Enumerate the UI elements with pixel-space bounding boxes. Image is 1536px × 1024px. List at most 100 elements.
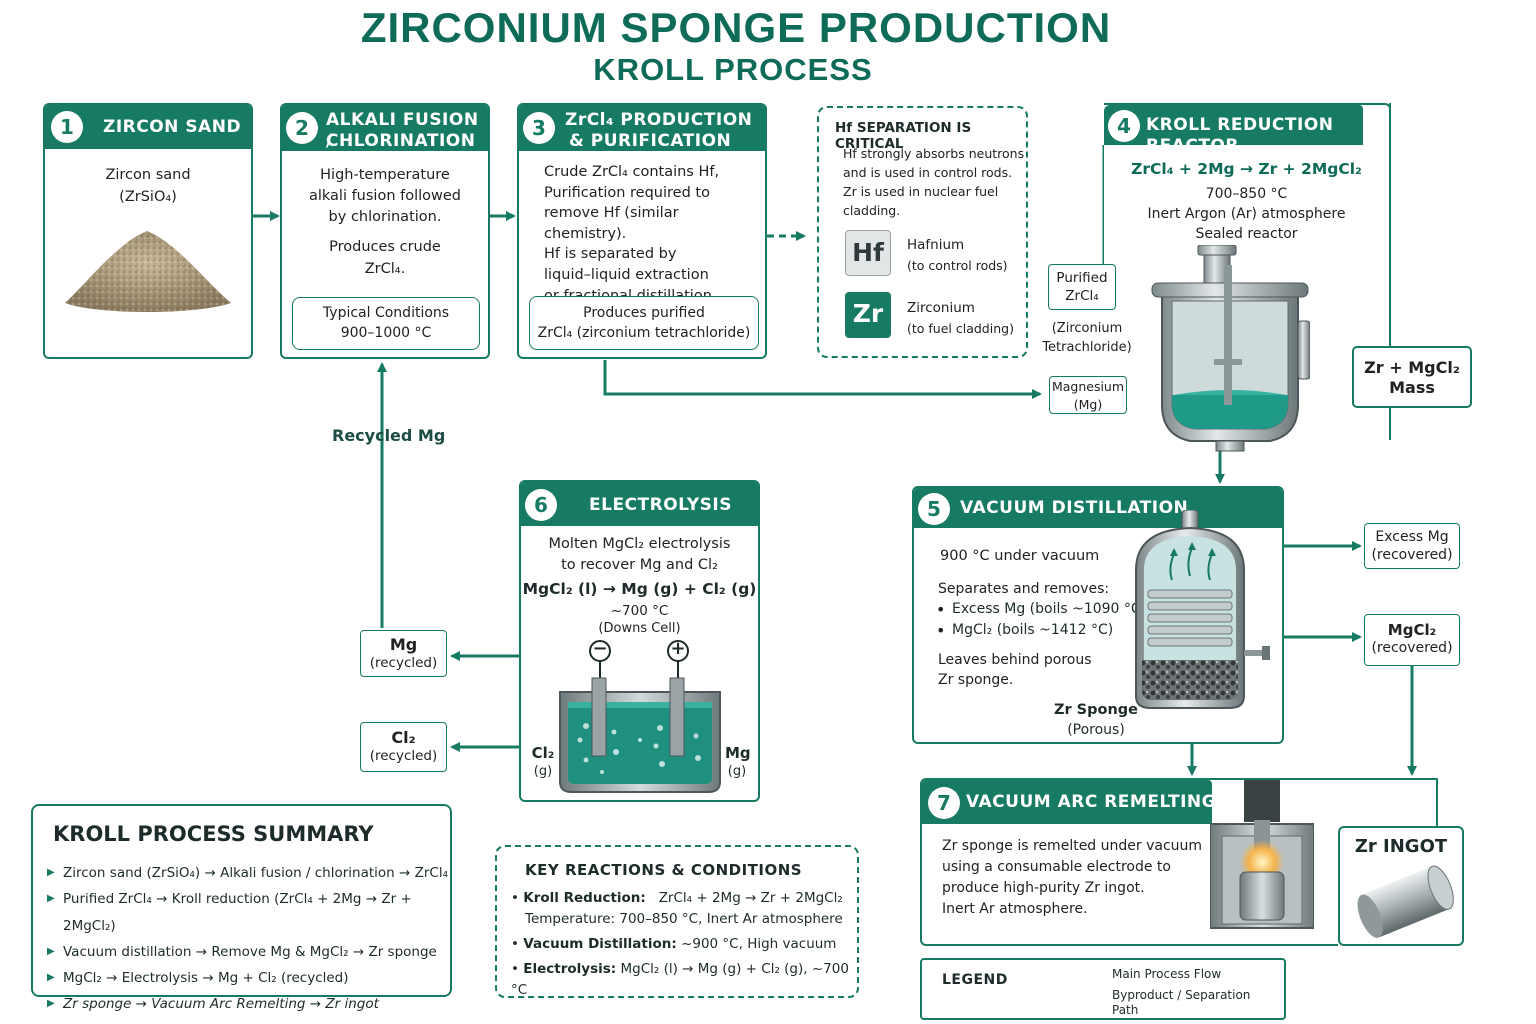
var-line-4: Inert Ar atmosphere. xyxy=(942,901,1088,917)
step-7-number: 7 xyxy=(928,787,960,819)
cathode-minus-sign: − xyxy=(592,638,608,659)
zirconium-name: Zirconium xyxy=(907,300,975,316)
separated-items-list: Excess Mg (boils ~1090 °C) MgCl₂ (boils … xyxy=(936,599,1146,641)
kroll-summary-box: KROLL PROCESS SUMMARY Zircon sand (ZrSiO… xyxy=(31,804,452,1018)
step-7-title: VACUUM ARC REMELTING (VAR) xyxy=(966,792,1279,812)
step-2-text-4: Produces crude xyxy=(329,239,441,255)
step-2-number: 2 xyxy=(286,112,318,144)
hf-text-2: and is used in control rods. xyxy=(843,165,1013,180)
zirconium-element-tile: Zr xyxy=(845,292,891,338)
mgcl2-line2: (recovered) xyxy=(1371,640,1453,656)
step-4-title: KROLL REDUCTION REACTOR xyxy=(1146,115,1334,156)
electrolysis-equation: MgCl₂ (l) → Mg (g) + Cl₂ (g) xyxy=(522,580,757,598)
output-mass-line1: Zr + MgCl₂ xyxy=(1364,358,1460,377)
purified-zrcl4-line1: Produces purified xyxy=(583,305,705,321)
kroll-equation: ZrCl₄ + 2Mg → Zr + 2MgCl₂ xyxy=(1131,160,1362,178)
legend-box: LEGEND Main Process Flow Byproduct / Sep… xyxy=(920,958,1286,1020)
step-5-header xyxy=(914,488,1282,528)
hafnium-name: Hafnium xyxy=(907,237,965,253)
separates-label: Separates and removes: xyxy=(938,581,1110,597)
leaves-text-1: Leaves behind porous xyxy=(938,652,1092,668)
leaves-text-2: Zr sponge. xyxy=(938,672,1014,688)
anode-plus-sign: + xyxy=(670,638,686,659)
sand-pile-image xyxy=(65,231,231,312)
output-mass-line2: Mass xyxy=(1389,378,1435,397)
mg-gas-state: (g) xyxy=(727,764,747,779)
vacuum-distillation-conditions: ~900 °C, High vacuum xyxy=(681,936,837,952)
typical-conditions-title: Typical Conditions xyxy=(322,305,450,321)
zr-sponge-porous: (Porous) xyxy=(1067,722,1125,738)
mgcl2-line1: MgCl₂ xyxy=(1387,621,1437,639)
zr-mgcl2-mass-output: Zr + MgCl₂ Mass xyxy=(1352,346,1472,408)
step-5-number: 5 xyxy=(918,493,950,525)
step-3-line-4: Hf is separated by xyxy=(544,246,677,263)
var-line-1: Zr sponge is remelted under vacuum xyxy=(942,838,1203,854)
mg-gas-label: Mg xyxy=(725,744,751,762)
step-2-text-1: High-temperature xyxy=(320,167,450,183)
step-4-right-edge xyxy=(1389,103,1391,348)
input-zrcl4-line1: Purified xyxy=(1056,270,1108,286)
step-7-right-extension xyxy=(1436,778,1438,826)
step-2-text-5: ZrCl₄. xyxy=(364,261,406,277)
excess-mg-line1: Excess Mg xyxy=(1375,529,1449,545)
step-5-title: VACUUM DISTILLATION xyxy=(960,498,1189,518)
step-2-title-line1: ALKALI FUSION / xyxy=(326,110,479,151)
step-2-title-line2: CHLORINATION xyxy=(326,131,476,151)
separated-item: Excess Mg (boils ~1090 °C) xyxy=(936,599,1146,620)
recycled-mg-label: Recycled Mg xyxy=(332,426,446,445)
var-line-3: produce high-purity Zr ingot. xyxy=(942,880,1145,896)
electrolysis-label: Electrolysis: xyxy=(523,961,617,977)
summary-list: Zircon sand (ZrSiO₄) → Alkali fusion / c… xyxy=(47,860,449,1018)
zirconium-use: (to fuel cladding) xyxy=(907,321,1014,336)
input-note-line2: Tetrachloride) xyxy=(1042,340,1132,355)
summary-item: Purified ZrCl₄ → Kroll reduction (ZrCl₄ … xyxy=(47,886,449,939)
kroll-temperature: 700–850 °C xyxy=(1205,186,1288,202)
purified-zrcl4-input: Purified ZrCl₄ xyxy=(1048,264,1116,310)
legend-main-label: Main Process Flow xyxy=(1112,967,1222,981)
mg-recycled-output: Mg (recycled) xyxy=(360,630,447,677)
hf-text-1: Hf strongly absorbs neutrons xyxy=(843,146,1025,161)
step-2-text-2: alkali fusion followed xyxy=(308,188,462,204)
hafnium-element-tile: Hf xyxy=(845,230,891,276)
key-reactions-list: • Kroll Reduction: ZrCl₄ + 2Mg → Zr + 2M… xyxy=(511,888,855,1001)
kroll-reduction-conditions: Temperature: 700–850 °C, Inert Ar atmosp… xyxy=(525,911,843,927)
electrolysis-line2: to recover Mg and Cl₂ xyxy=(561,557,718,573)
hafnium-use: (to control rods) xyxy=(907,258,1008,273)
zr-ingot-label: Zr INGOT xyxy=(1354,836,1448,857)
step-3-description: Crude ZrCl₄ contains Hf, Purification re… xyxy=(544,162,765,306)
input-mg-line1: Magnesium xyxy=(1051,379,1125,394)
step-2-text-3: by chlorination. xyxy=(328,209,442,225)
summary-item: MgCl₂ → Electrolysis → Mg + Cl₂ (recycle… xyxy=(47,965,449,992)
kroll-sealed: Sealed reactor xyxy=(1195,226,1298,242)
cl2-recycled-line2: (recycled) xyxy=(369,748,438,764)
cl2-recycled-line1: Cl₂ xyxy=(391,728,416,747)
hf-separation-title: Hf SEPARATION IS CRITICAL xyxy=(835,120,972,152)
legend-byproduct-line2: Path xyxy=(1112,1003,1139,1017)
legend-byproduct-line1: Byproduct / Separation xyxy=(1112,988,1251,1002)
excess-mg-line2: (recovered) xyxy=(1371,547,1453,563)
purified-zrcl4-box: Produces purified ZrCl₄ (zirconium tetra… xyxy=(529,296,759,350)
summary-item: Zr sponge → Vacuum Arc Remelting → Zr in… xyxy=(47,991,449,1018)
step-3-line-3: remove Hf (similar chemistry). xyxy=(544,205,679,242)
electrolysis-temperature: ~700 °C xyxy=(610,603,669,619)
key-reactions-title: KEY REACTIONS & CONDITIONS xyxy=(525,861,803,879)
zrcl4-input-note: (Zirconium Tetrachloride) xyxy=(1040,319,1134,357)
step-3-title-line2: & PURIFICATION xyxy=(569,131,732,151)
step-3-title-line1: ZrCl₄ PRODUCTION xyxy=(565,110,753,130)
legend-title: LEGEND xyxy=(942,972,1008,988)
electrolysis-line1: Molten MgCl₂ electrolysis xyxy=(548,536,731,552)
step-1-zircon-sand: 1 ZIRCON SAND Zircon sand (ZrSiO₄) xyxy=(43,103,253,359)
page-title: ZIRCONIUM SPONGE PRODUCTION xyxy=(360,4,1112,51)
step-3-zrcl4-production: 3 ZrCl₄ PRODUCTION & PURIFICATION Crude … xyxy=(517,103,767,359)
step-7-header xyxy=(922,780,1212,824)
cl2-gas-label: Cl₂ xyxy=(531,744,555,762)
page-subtitle: KROLL PROCESS xyxy=(593,52,873,87)
hf-text-3: Zr is used in nuclear fuel xyxy=(843,184,999,199)
legend-byproduct-label: Byproduct / Separation Path xyxy=(1112,988,1250,1018)
step-4-header xyxy=(1104,105,1363,145)
distillation-vessel-image xyxy=(1135,510,1270,709)
var-line-2: using a consumable electrode to xyxy=(942,859,1171,875)
zircon-sand-label: Zircon sand xyxy=(105,167,191,183)
step-1-title: ZIRCON SAND xyxy=(103,117,242,137)
summary-item: Vacuum distillation → Remove Mg & MgCl₂ … xyxy=(47,939,449,966)
